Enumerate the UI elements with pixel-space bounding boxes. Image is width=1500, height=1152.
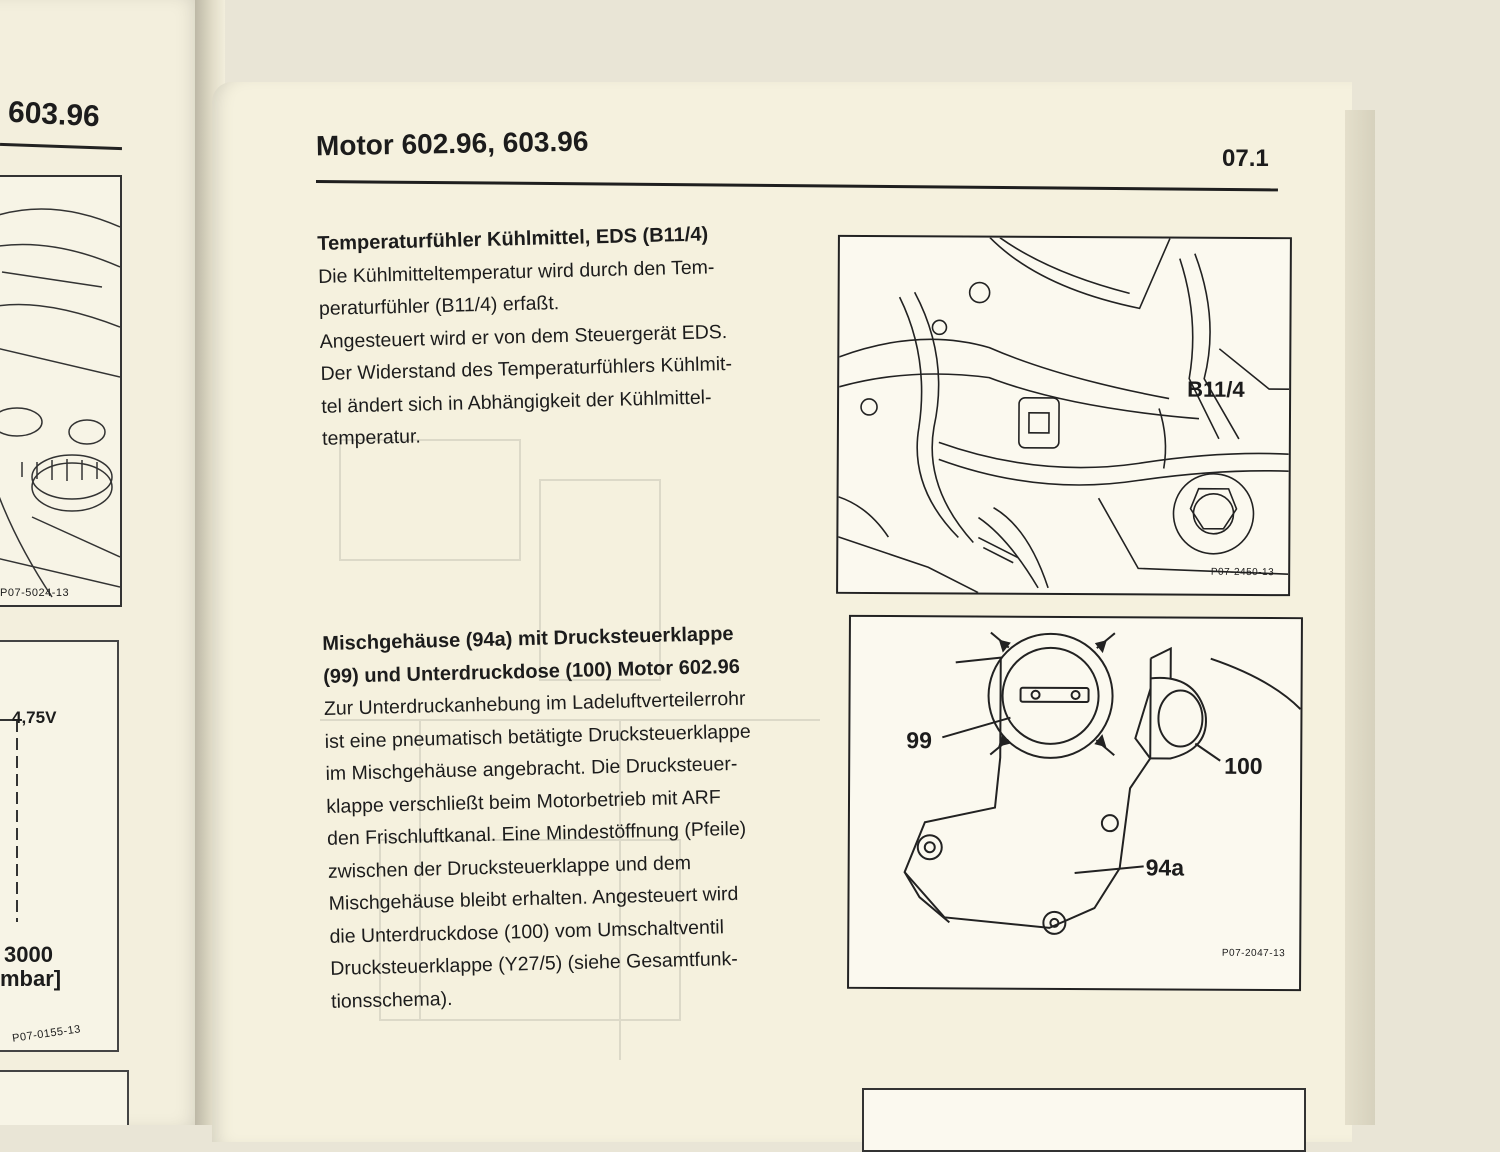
left-figure-engine: P07-5024-13: [0, 175, 122, 607]
mixing-housing-drawing: [903, 631, 1301, 935]
label-99: 99: [906, 727, 932, 754]
figure-bottom-partial: [862, 1088, 1306, 1152]
figure-mixing-housing: 99 100 94a P07-2047-13: [847, 614, 1303, 992]
graph-lines: [0, 719, 22, 922]
left-page: 603.96 P07-5024-13: [0, 0, 205, 1125]
left-figure-graph: 4,75V 3000 mbar] P07-0155-13: [0, 640, 119, 1052]
left-header-rule: [0, 142, 123, 151]
figure-temperature-sensor: B11/4 P07-2450-13: [836, 234, 1292, 597]
left-page-header: 603.96: [7, 95, 101, 134]
label-94a: 94a: [1145, 854, 1185, 881]
figure1-ref: P07-2450-13: [1210, 566, 1275, 579]
engine-wiring-drawing: [838, 237, 1290, 594]
graph-axis-unit: mbar]: [0, 966, 62, 991]
page-edge: [1345, 110, 1375, 1125]
bleed-through-drawing: [320, 439, 820, 1060]
figure2-ref: P07-2047-13: [1221, 947, 1286, 960]
section-mixing-housing: Mischgehäuse (94a) mit Drucksteuerklappe…: [322, 616, 831, 1018]
left-figure-bottom: [0, 1070, 129, 1125]
page-title: Motor 602.96, 603.96: [315, 125, 589, 162]
label-b11-4: B11/4: [1187, 376, 1245, 402]
label-100: 100: [1224, 752, 1263, 779]
section-coolant-sensor: Temperaturfühler Kühlmittel, EDS (B11/4)…: [317, 216, 822, 456]
graph-voltage-label: 4,75V: [12, 708, 57, 727]
page-number: 07.1: [1222, 145, 1269, 172]
graph-axis-value: 3000: [4, 942, 53, 967]
engine-drawing-left: [0, 208, 120, 598]
left-figure-ref: P07-5024-13: [0, 587, 70, 599]
